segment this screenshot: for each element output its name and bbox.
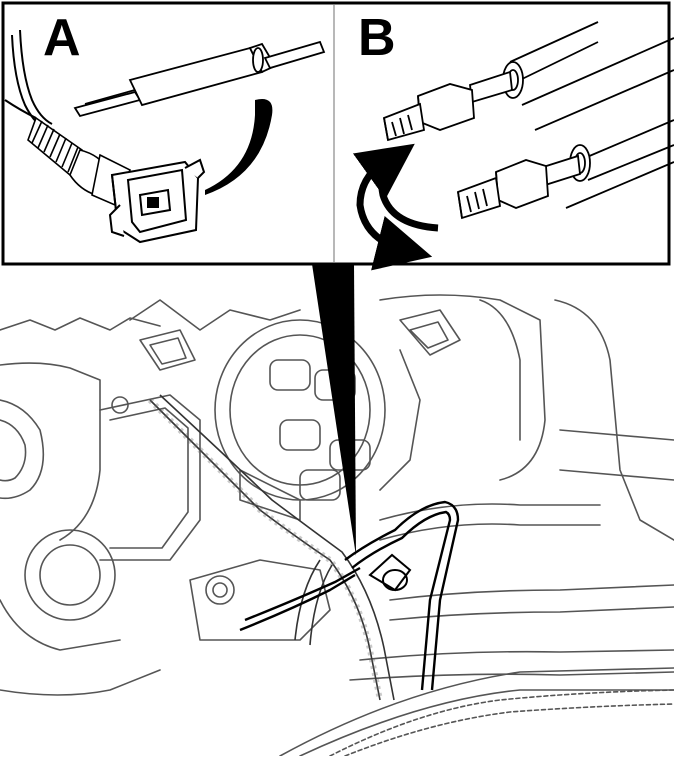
terminal-tool-icon <box>73 40 326 118</box>
panel-a: A <box>4 9 326 244</box>
pointer-swoosh-icon <box>205 99 273 195</box>
curved-double-arrow-icon <box>352 143 439 271</box>
panel-b: B <box>352 9 674 271</box>
panel-frame <box>1 1 671 266</box>
panel-b-label: B <box>358 9 396 67</box>
wiring-harness <box>147 394 395 701</box>
upper-wire-terminal-icon <box>382 21 674 142</box>
injector-connector-location <box>239 500 460 691</box>
injector-connector-icon <box>108 158 206 244</box>
lower-wire-terminal-icon <box>456 119 674 220</box>
cable-boot-icon <box>27 116 132 207</box>
panel-a-label: A <box>43 9 81 67</box>
callout-pointer-icon <box>312 264 356 556</box>
engine-line-art <box>0 294 674 757</box>
